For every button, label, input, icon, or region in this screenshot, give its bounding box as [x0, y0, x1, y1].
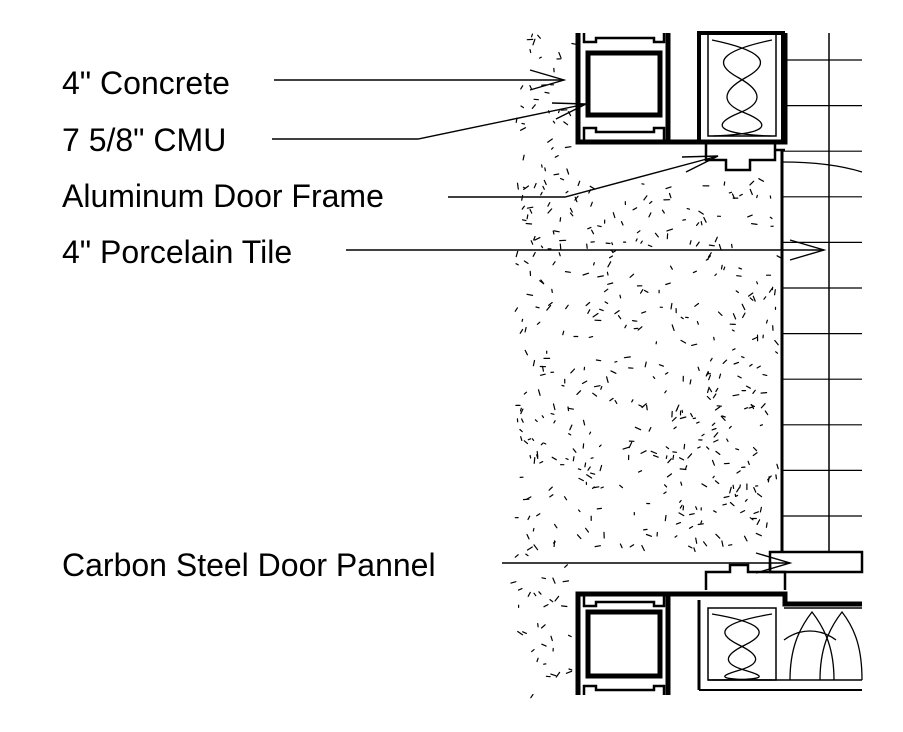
cmu-block-top	[575, 33, 671, 145]
porcelain-tile-strip	[780, 33, 862, 552]
sill-plate-top	[668, 33, 788, 145]
leader-porcelain-tile	[346, 239, 827, 261]
leader-door-frame	[448, 155, 719, 198]
label-cmu: 7 5/8" CMU	[62, 122, 226, 158]
aluminum-door-frame-bottom	[704, 563, 787, 590]
leader-concrete	[274, 69, 567, 91]
insulation-bottom	[697, 600, 863, 691]
sill-plate-bottom	[660, 591, 862, 607]
label-concrete: 4" Concrete	[62, 65, 230, 101]
leader-lines	[272, 69, 827, 574]
carbon-steel-door-panel	[768, 550, 864, 574]
label-carbon-steel-door-panel: Carbon Steel Door Pannel	[62, 547, 436, 583]
cmu-block-bottom	[575, 591, 671, 695]
leader-door-panel	[502, 552, 793, 574]
door-swing-arc	[781, 161, 863, 173]
insulation-top	[697, 31, 785, 144]
tile-joint-lines	[783, 59, 862, 517]
label-aluminum-door-frame: Aluminum Door Frame	[62, 178, 384, 214]
label-porcelain-tile: 4" Porcelain Tile	[62, 234, 292, 270]
concrete-stipple-hatch	[510, 33, 782, 699]
leader-cmu	[272, 102, 587, 140]
